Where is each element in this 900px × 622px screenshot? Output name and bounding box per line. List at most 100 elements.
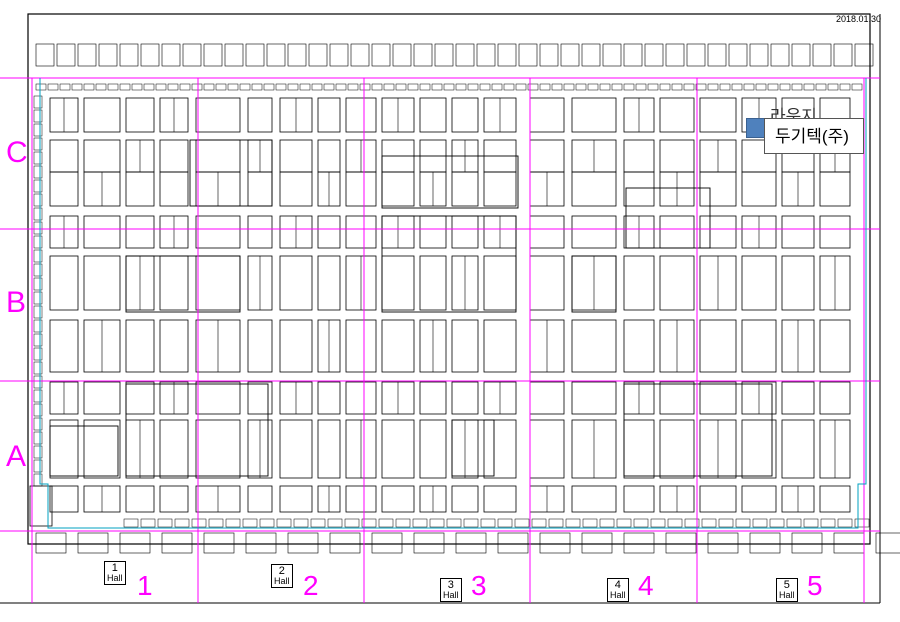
booth xyxy=(119,83,131,91)
hall-number: 3 xyxy=(447,579,454,591)
booth xyxy=(407,83,419,91)
booth xyxy=(529,97,565,133)
hall-label-4: 4 Hall xyxy=(607,578,629,602)
booth xyxy=(215,83,227,91)
booth xyxy=(483,255,517,311)
booth xyxy=(451,381,479,415)
booth xyxy=(33,137,43,151)
booth xyxy=(33,291,43,305)
booth xyxy=(83,381,121,415)
booth xyxy=(33,389,43,403)
booth xyxy=(483,419,517,479)
booth-location-marker[interactable] xyxy=(746,118,766,138)
booth xyxy=(695,83,707,91)
booth xyxy=(719,83,731,91)
booth xyxy=(665,532,697,554)
booth xyxy=(279,485,313,513)
booth xyxy=(251,83,263,91)
booth xyxy=(33,431,43,445)
booth xyxy=(33,333,43,347)
booth xyxy=(242,518,258,528)
booth xyxy=(659,381,695,415)
booth xyxy=(812,43,832,67)
booth xyxy=(539,43,559,67)
booth xyxy=(33,123,43,137)
booth xyxy=(749,532,781,554)
booth xyxy=(33,109,43,123)
booth xyxy=(699,171,737,207)
booth xyxy=(644,43,664,67)
booth xyxy=(125,381,155,415)
booth xyxy=(854,518,870,528)
booth xyxy=(293,518,309,528)
booth xyxy=(752,518,768,528)
booth xyxy=(33,277,43,291)
booth xyxy=(33,151,43,165)
booth xyxy=(208,518,224,528)
booth xyxy=(125,215,155,249)
booth xyxy=(344,518,360,528)
booth xyxy=(419,255,447,311)
booth xyxy=(623,139,655,173)
booth xyxy=(125,171,155,207)
booth xyxy=(247,485,273,513)
booth xyxy=(455,532,487,554)
booth-callout[interactable]: 두기텍(주) xyxy=(764,118,864,154)
booth xyxy=(650,518,666,528)
booth xyxy=(854,43,874,67)
booth xyxy=(125,319,155,373)
booth xyxy=(419,97,447,133)
booth xyxy=(77,43,97,67)
booth xyxy=(195,381,241,415)
booth xyxy=(161,532,193,554)
booth xyxy=(623,171,655,207)
booth xyxy=(59,83,71,91)
booth xyxy=(33,249,43,263)
booth xyxy=(33,95,43,109)
booth xyxy=(33,263,43,277)
booth xyxy=(174,518,190,528)
booth xyxy=(27,13,871,79)
booth xyxy=(159,255,189,311)
booth xyxy=(35,532,67,554)
booth xyxy=(140,43,160,67)
booth xyxy=(529,215,565,249)
booth xyxy=(33,193,43,207)
booth xyxy=(83,419,121,479)
booth xyxy=(451,97,479,133)
booth xyxy=(371,83,383,91)
booth xyxy=(455,83,467,91)
booth xyxy=(671,83,683,91)
booth xyxy=(83,97,121,133)
booth xyxy=(451,419,495,477)
hall-label-3: 3 Hall xyxy=(440,578,462,602)
booth xyxy=(247,319,273,373)
booth xyxy=(155,83,167,91)
booth xyxy=(123,518,139,528)
booth xyxy=(159,419,189,479)
booth xyxy=(125,485,155,513)
row-label-c: C xyxy=(6,136,28,169)
booth xyxy=(827,83,839,91)
booth xyxy=(107,83,119,91)
booth xyxy=(599,518,615,528)
booth xyxy=(329,43,349,67)
booth xyxy=(699,485,737,513)
booth xyxy=(29,485,53,527)
booth xyxy=(527,83,539,91)
booth xyxy=(551,83,563,91)
booth xyxy=(476,43,496,67)
booth xyxy=(833,532,865,554)
booth xyxy=(392,43,412,67)
booth xyxy=(83,215,121,249)
booth xyxy=(659,97,695,133)
booth xyxy=(413,532,445,554)
booth xyxy=(741,419,777,479)
booth xyxy=(684,518,700,528)
magenta-grid xyxy=(0,77,880,603)
booth xyxy=(33,375,43,389)
column-label-5: 5 xyxy=(807,570,823,601)
booth xyxy=(707,532,739,554)
booth xyxy=(47,83,59,91)
booth xyxy=(247,215,273,249)
